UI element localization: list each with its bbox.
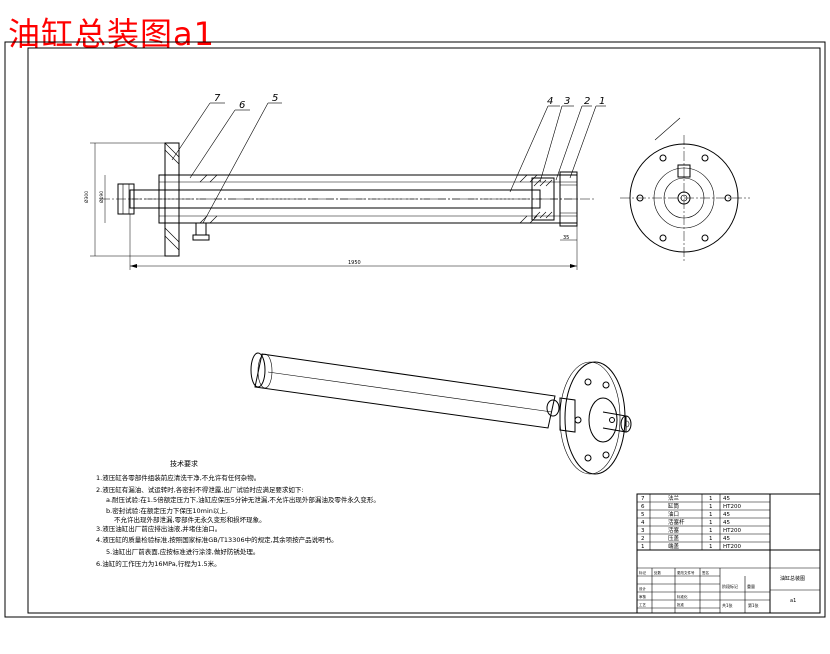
tech-req-item-6: 6.油缸的工作压力为16MPa,行程为1.5米。 — [96, 560, 221, 568]
parts-cell-no: 2 — [641, 536, 645, 542]
balloon-4: 4 — [547, 96, 553, 107]
balloon-3: 3 — [564, 96, 570, 107]
title-block-name: 油缸总装图 — [780, 575, 805, 582]
tb-row-review: 审核 — [639, 594, 647, 599]
stage-label: 阶段标记 — [722, 583, 738, 589]
parts-cell-no: 4 — [641, 520, 645, 526]
flange-part7 — [164, 142, 180, 257]
tb-col-sign: 签名 — [702, 570, 709, 575]
title-block-code: a1 — [790, 598, 796, 604]
balloon-2: 2 — [584, 96, 590, 107]
tech-req-heading: 技术要求 — [170, 460, 198, 468]
parts-cell-material: 45 — [723, 512, 730, 518]
tech-req-item-2b: b.密封试验:在额定压力下保压10min以上, — [106, 507, 228, 515]
tech-req-item-5: 5.油缸出厂前表面,应按标准进行涂漆,做好防锈处理。 — [106, 548, 260, 556]
parts-cell-material: HT200 — [723, 544, 741, 550]
drawing-title: 油缸总装图a1 — [8, 15, 215, 53]
parts-list — [636, 493, 821, 614]
balloon-7: 7 — [214, 93, 221, 104]
parts-cell-material: 45 — [723, 536, 730, 542]
weight-label: 重量 — [747, 583, 755, 589]
parts-cell-name: 法兰 — [668, 494, 680, 502]
parts-cell-name: 活塞杆 — [668, 518, 685, 526]
cylinder-section-view: 1950 35 Ø300 Ø190 7 6 5 4 3 2 1 — [83, 93, 606, 270]
balloon-1: 1 — [599, 96, 605, 107]
sheet-total: 共1张 — [722, 602, 733, 608]
parts-cell-qty: 1 — [709, 496, 713, 502]
parts-cell-qty: 1 — [709, 520, 713, 526]
parts-cell-name: 缸筒 — [668, 502, 680, 510]
bore-dim: Ø190 — [98, 191, 105, 203]
tb-col-change: 更改文件号 — [677, 570, 695, 575]
parts-cell-no: 5 — [641, 512, 645, 518]
parts-cell-no: 7 — [641, 496, 645, 502]
tb-row-mark: 标记 — [639, 570, 647, 575]
parts-cell-no: 6 — [641, 504, 645, 510]
flange-dim: Ø300 — [83, 191, 90, 203]
parts-cell-qty: 1 — [709, 512, 713, 518]
parts-cell-name: 油口 — [668, 510, 679, 518]
balloon-5: 5 — [272, 93, 278, 104]
isometric-view — [250, 352, 632, 475]
inner-frame — [27, 47, 821, 614]
outer-frame — [4, 41, 826, 618]
parts-cell-material: HT200 — [723, 528, 741, 534]
parts-cell-qty: 1 — [709, 528, 713, 534]
tb-std: 标准化 — [677, 594, 688, 599]
tech-req-item-3: 3.液压油缸出厂前应排出油液,并堵住油口。 — [96, 525, 222, 533]
tb-row-design: 设计 — [639, 586, 647, 591]
parts-cell-name: 压盖 — [668, 534, 680, 542]
overall-length-dim: 1950 — [348, 260, 361, 266]
tb-col-count: 处数 — [654, 570, 662, 575]
parts-cell-material: HT200 — [723, 504, 741, 510]
sheet-no: 第1张 — [748, 602, 759, 608]
parts-cell-qty: 1 — [709, 544, 713, 550]
tech-req-item-2c: 不允许出现外部泄漏,零部件无永久变形和损坏现象。 — [114, 516, 266, 524]
tech-req-item-4: 4.液压缸的质量检验标准,按照国家标准GB/T13306中的规定,其余项按产品说… — [96, 536, 338, 544]
parts-cell-qty: 1 — [709, 504, 713, 510]
tb-row-process: 工艺 — [639, 602, 647, 607]
parts-cell-qty: 1 — [709, 536, 713, 542]
tech-req-item-2a: a.耐压试验:在1.5倍额定压力下,油缸应保压5分钟无泄漏,不允许出现外部漏油及… — [106, 496, 380, 504]
tech-req-item-1: 1.液压缸各零部件组装前应清洗干净,不允许有任何杂物。 — [96, 474, 261, 482]
tb-approve: 批准 — [677, 602, 685, 607]
right-offset-dim: 35 — [563, 235, 569, 241]
parts-cell-no: 1 — [641, 544, 645, 550]
balloon-6: 6 — [239, 100, 245, 111]
parts-cell-name: 端盖 — [668, 542, 680, 550]
parts-cell-name: 活塞 — [668, 526, 680, 534]
flange-end-view — [620, 117, 750, 262]
parts-cell-material: 45 — [723, 496, 730, 502]
oil-port-part5 — [195, 222, 207, 236]
tech-req-item-2: 2.液压缸有漏油、试运转时,各密封不得泄露,出厂试验时应满足要求如下: — [96, 486, 304, 494]
parts-cell-material: 45 — [723, 520, 730, 526]
parts-cell-no: 3 — [641, 528, 645, 534]
